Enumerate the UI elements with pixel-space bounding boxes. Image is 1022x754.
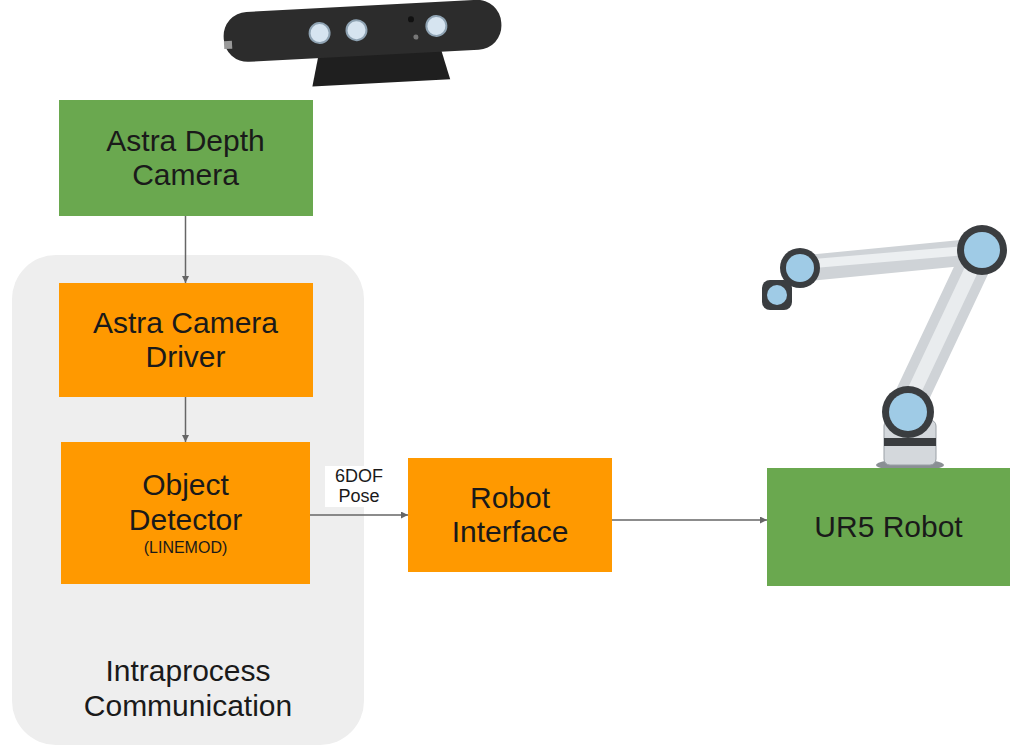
robot-upper-arm <box>910 262 975 400</box>
text-holder: Intraprocess Communication <box>12 654 364 723</box>
text-holder: UR5 Robot <box>814 510 962 545</box>
edge-label: 6DOF Pose <box>325 466 393 507</box>
camera-lens <box>346 20 367 41</box>
camera-dot <box>413 34 418 39</box>
camera-body <box>222 0 502 63</box>
arrow-connector <box>185 397 187 442</box>
node-title: Intraprocess Communication <box>12 654 364 723</box>
robot-joint-cap <box>889 393 927 431</box>
process-box: UR5 Robot <box>767 468 1010 586</box>
robot-elbow-joint <box>957 225 1007 275</box>
robot-base-ring <box>884 438 936 446</box>
text-holder: Astra Depth Camera <box>71 124 301 193</box>
arrow-connector <box>185 216 187 283</box>
depth-camera-picture <box>222 0 504 91</box>
robot-joint-cap <box>767 285 787 305</box>
robot-shoulder-joint <box>882 386 934 438</box>
robot-joint-cap <box>786 254 814 282</box>
node-title: Robot Interface <box>420 481 600 550</box>
arrow-connector <box>612 519 767 521</box>
camera-lens <box>426 15 447 36</box>
process-box: Astra Camera Driver <box>59 283 313 397</box>
group-band: Astra Camera DriverObject Detector (LINEM… <box>12 255 364 745</box>
node-title: Object Detector <box>96 468 276 537</box>
node-title: UR5 Robot <box>814 510 962 545</box>
robot-arm-picture <box>762 225 1007 471</box>
process-box: Robot Interface <box>408 458 612 572</box>
text-holder: Object Detector (LINEMOD) <box>96 468 276 557</box>
process-box: Object Detector (LINEMOD) <box>61 442 310 584</box>
robot-forearm-highlight <box>808 250 972 264</box>
text-holder: Robot Interface <box>420 481 600 550</box>
node-subtitle: (LINEMOD) <box>96 539 276 557</box>
process-box: Astra Depth Camera <box>59 100 313 216</box>
camera-lens <box>309 23 330 44</box>
robot-wrist <box>762 280 792 310</box>
camera-edge <box>224 41 232 49</box>
robot-joint-cap <box>964 232 1000 268</box>
arrow-connector <box>310 514 408 516</box>
text-holder: Astra Camera Driver <box>71 306 301 375</box>
node-title: Astra Camera Driver <box>71 306 301 375</box>
robot-upper-arm-highlight <box>910 262 975 400</box>
node-title: Astra Depth Camera <box>71 124 301 193</box>
camera-dot <box>408 16 414 22</box>
